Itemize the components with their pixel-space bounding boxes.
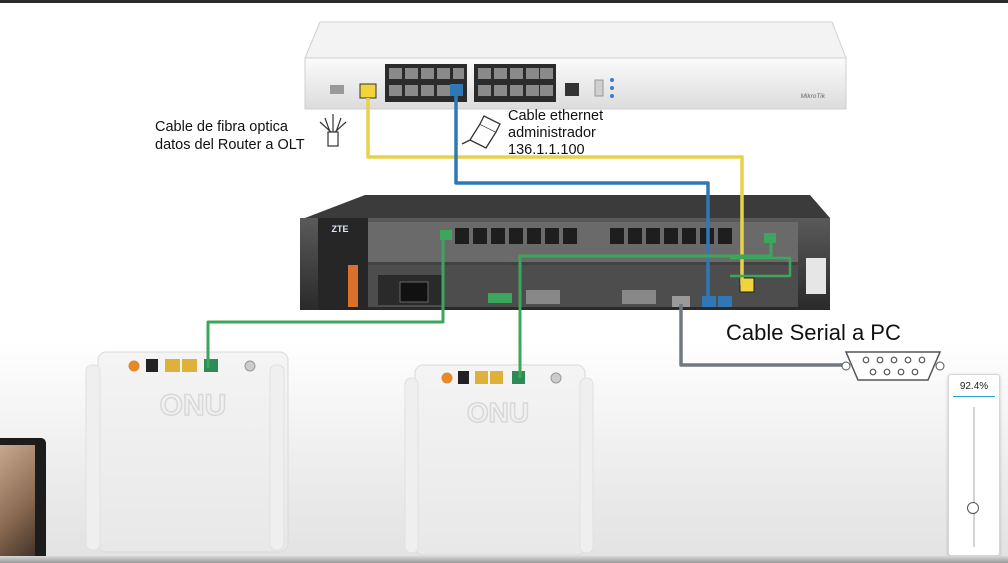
onu-logo-text: ONU [467, 397, 529, 428]
top-border [0, 0, 1008, 3]
power-button-icon [441, 372, 453, 384]
zoom-level-text: 92.4% [959, 381, 989, 392]
mikrotik-logo: MikroTik [801, 93, 826, 100]
serial-port-icon [841, 351, 945, 381]
webcam-overlay [0, 438, 46, 563]
fiber-cable-yellow [366, 98, 744, 285]
router-device: MikroTik [304, 21, 847, 110]
ethernet-port-admin [450, 84, 463, 96]
ethernet-label-line1: Cable ethernet [508, 108, 604, 124]
webcam-video [0, 445, 35, 563]
ethernet-cable-blue [454, 96, 710, 302]
zte-logo: ZTE [332, 224, 349, 234]
zoom-divider [953, 396, 995, 397]
fiber-optic-icon [319, 114, 347, 147]
sfp-port-fiber [359, 83, 377, 99]
power-button-icon [128, 360, 140, 372]
ethernet-label-line2: administrador [508, 125, 596, 141]
ethernet-label-ip: 136.1.1.100 [508, 142, 585, 158]
onu-device-left: ONU [85, 351, 289, 553]
fiber-cable-green-onu1 [206, 238, 445, 368]
fiber-label-line2: datos del Router a OLT [155, 137, 305, 153]
fiber-cable-green-onu2 [518, 240, 773, 378]
zoom-slider-thumb[interactable] [967, 502, 979, 514]
zoom-control[interactable]: 92.4% [948, 374, 1000, 556]
serial-cable-label: Cable Serial a PC [726, 320, 901, 345]
onu-logo-text: ONU [160, 389, 227, 422]
olt-device: ZTE [300, 195, 830, 310]
serial-cable-gray [679, 304, 848, 367]
cables [206, 96, 848, 378]
zoom-slider-track[interactable] [973, 407, 975, 547]
bottom-edge [0, 556, 1008, 563]
ethernet-cable-label: Cable ethernet administrador 136.1.1.100 [508, 108, 603, 159]
fiber-label-line1: Cable de fibra optica [155, 119, 288, 135]
onu-device-right: ONU [404, 364, 594, 556]
fiber-cable-label: Cable de fibra optica datos del Router a… [155, 118, 305, 154]
ethernet-plug-icon [461, 115, 501, 149]
